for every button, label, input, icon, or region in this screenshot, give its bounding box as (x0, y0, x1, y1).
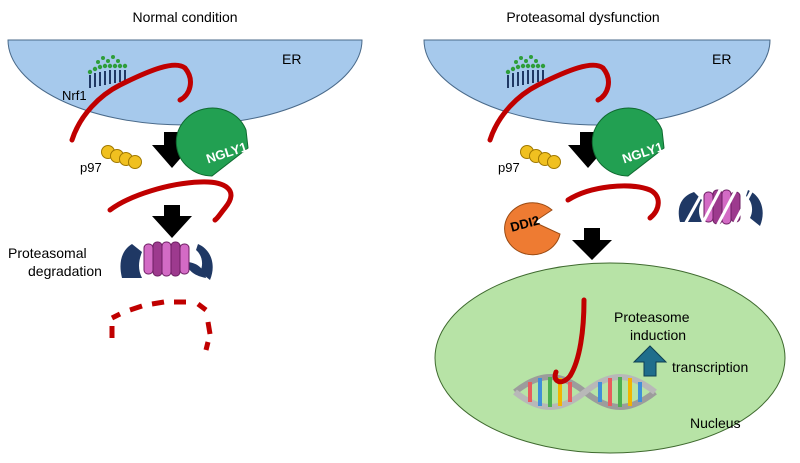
left-panel-title: Normal condition (132, 9, 237, 25)
glycan-chain (87, 55, 128, 88)
nrf1-protein (69, 62, 193, 143)
p97-complex-right (520, 145, 561, 169)
deglycosylated-nrf1 (107, 179, 234, 223)
ngly1-enzyme (175, 107, 249, 177)
flow-arrow-right-2 (572, 228, 612, 260)
left-panel: Normal condition ER Nrf1 (7, 9, 363, 351)
degraded-fragments (109, 299, 213, 351)
er-label: ER (282, 51, 301, 67)
er-label-right: ER (712, 51, 731, 67)
ngly1-enzyme-right (591, 107, 665, 177)
proteasome (120, 241, 213, 280)
transcription-arrow (632, 345, 668, 377)
flow-arrow-1 (152, 132, 192, 168)
right-panel-title: Proteasomal dysfunction (506, 9, 659, 25)
dna-helix (513, 374, 657, 410)
cleaved-nrf1 (565, 183, 661, 221)
nucleus (434, 262, 786, 454)
right-panel: Proteasomal dysfunction ER (423, 9, 786, 454)
flow-arrow-right-1 (568, 132, 608, 168)
nucleus-label: Nucleus (690, 415, 741, 431)
nrf1-protein-right (487, 62, 611, 143)
induction-label-line1: Proteasome (614, 309, 690, 325)
nrf1-label: Nrf1 (62, 88, 87, 103)
p97-label: p97 (80, 160, 102, 175)
flow-arrow-2 (152, 205, 192, 238)
glycan-chain-right (505, 55, 546, 88)
ddi2-protease (504, 202, 561, 256)
degradation-label-line1: Proteasomal (8, 245, 87, 261)
nrf1-nuclear (552, 297, 587, 385)
transcription-label: transcription (672, 359, 748, 375)
degradation-label-line2: degradation (28, 263, 102, 279)
er-membrane (7, 39, 363, 126)
p97-label-right: p97 (498, 160, 520, 175)
induction-label-line2: induction (630, 327, 686, 343)
p97-complex (101, 145, 142, 169)
inhibited-proteasome (678, 189, 763, 229)
ddi2-label: DDI2 (509, 213, 541, 235)
